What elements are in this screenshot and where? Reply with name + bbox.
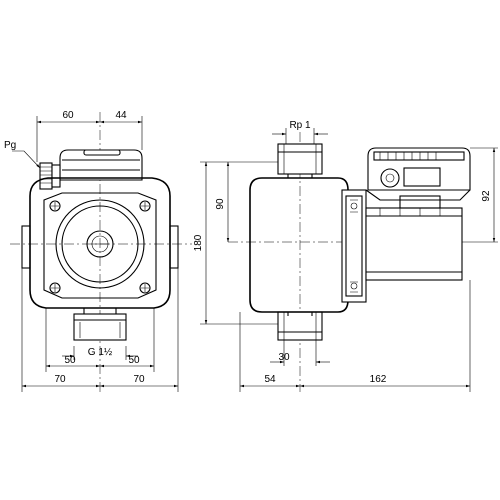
right-boss <box>169 225 179 269</box>
side-motor <box>365 195 463 281</box>
dim-30 <box>270 340 330 366</box>
dim-180 <box>200 161 278 325</box>
front-inlet-stub <box>73 308 127 341</box>
dim-70-left-label: 70 <box>54 374 66 385</box>
front-flange-plate <box>43 192 157 299</box>
front-control-box <box>59 149 143 181</box>
dim-92 <box>462 147 498 243</box>
cable-gland <box>39 162 61 190</box>
dim-92-label: 92 <box>481 190 492 202</box>
side-terminal-box <box>365 147 471 201</box>
dim-30-label: 30 <box>278 352 290 363</box>
dim-162-label: 162 <box>370 374 387 385</box>
dim-overall-front <box>21 268 179 392</box>
front-housing-outline <box>29 177 171 309</box>
side-inlet-stub <box>277 311 323 341</box>
side-view: Rp 1 180 90 92 30 <box>193 120 498 392</box>
rp-label: Rp 1 <box>289 120 311 131</box>
front-corner-screws <box>49 200 151 294</box>
dim-180-label: 180 <box>193 234 204 251</box>
side-flange <box>341 189 367 303</box>
side-outlet-stub <box>277 143 323 175</box>
dim-top-front <box>36 116 143 162</box>
dim-60-label: 60 <box>62 110 74 121</box>
dim-50-left-label: 50 <box>64 355 76 366</box>
dim-54-162 <box>239 280 471 392</box>
front-view: 60 44 Pg 50 G 1½ 50 70 70 <box>4 110 192 395</box>
dim-rp-side <box>272 128 328 144</box>
dim-54-label: 54 <box>264 374 276 385</box>
dim-44-label: 44 <box>115 110 127 121</box>
side-pump-body <box>249 177 349 313</box>
dim-90-label: 90 <box>215 198 226 210</box>
left-boss <box>21 225 31 269</box>
dim-50-right-label: 50 <box>128 355 140 366</box>
pg-label: Pg <box>4 140 16 151</box>
dim-70-right-label: 70 <box>133 374 145 385</box>
pg-leader <box>12 150 41 169</box>
rotor-face <box>55 199 145 289</box>
thread-inlet-label: G 1½ <box>88 347 113 358</box>
dim-bottom-front-50 <box>45 308 155 372</box>
